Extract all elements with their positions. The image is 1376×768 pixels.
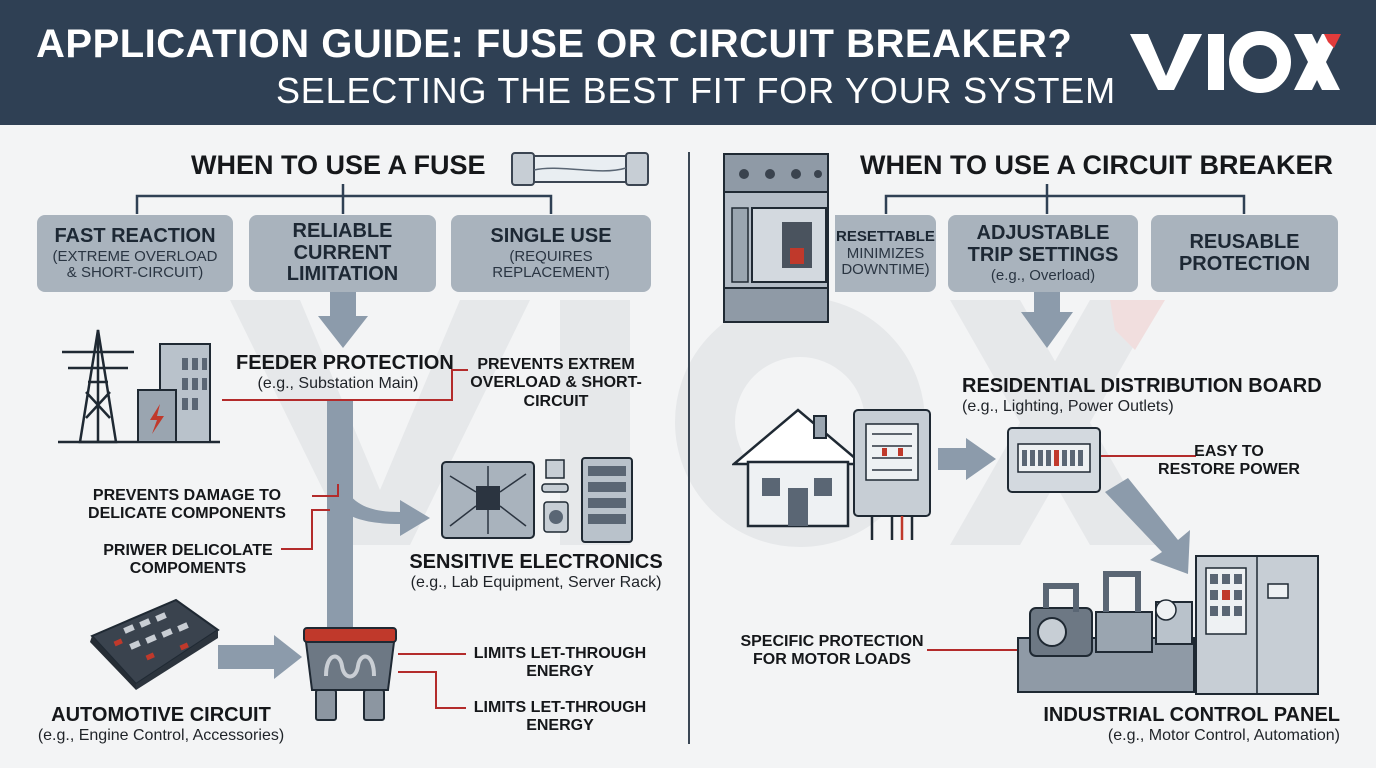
breaker-box-resettable: RESETTABLE MINIMIZES DOWNTIME) [835,215,936,292]
circuit-breaker-icon [723,153,829,323]
feeder-protection-label: FEEDER PROTECTION (e.g., Substation Main… [236,352,454,392]
header-banner: APPLICATION GUIDE: FUSE OR CIRCUIT BREAK… [0,0,1376,125]
blade-fuse-icon [303,627,397,721]
breaker-box-reusable: REUSABLE PROTECTION [1151,215,1338,292]
substation-icon [58,329,220,444]
electronics-icon [441,457,633,543]
distribution-board-icon [1007,427,1101,493]
note-motor-loads: SPECIFIC PROTECTION FOR MOTOR LOADS [740,633,924,669]
house-icon [732,408,931,540]
industrial-panel-icon [1017,555,1319,695]
fuse-box-single-use: SINGLE USE (REQUIRES REPLACEMENT) [451,215,651,292]
fuse-box-fast-reaction: FAST REACTION (EXTREME OVERLOAD & SHORT-… [37,215,233,292]
viox-logo [1130,31,1341,93]
glass-fuse-icon [511,152,649,186]
residential-board-label: RESIDENTIAL DISTRIBUTION BOARD (e.g., Li… [962,375,1322,415]
industrial-panel-label: INDUSTRIAL CONTROL PANEL (e.g., Motor Co… [1043,704,1340,744]
note-easy-restore: EASY TO RESTORE POWER [1158,443,1300,479]
note-prevents-overload: PREVENTS EXTREM OVERLOAD & SHORT-CIRCUIT [470,356,642,410]
breaker-section-title: WHEN TO USE A CIRCUIT BREAKER [860,150,1334,180]
fuse-box-current-limitation: RELIABLE CURRENT LIMITATION [249,215,436,292]
page-title: APPLICATION GUIDE: FUSE OR CIRCUIT BREAK… [36,22,1073,66]
automotive-fusebox-icon [90,598,220,690]
note-prevents-damage: PREVENTS DAMAGE TO DELICATE COMPONENTS [88,487,286,523]
note-let-through-2: LIMITS LET-THROUGH ENERGY [473,699,647,735]
automotive-circuit-label: AUTOMOTIVE CIRCUIT (e.g., Engine Control… [37,704,285,744]
note-priwer: PRIWER DELICOLATE COMPOMENTS [103,542,273,578]
fuse-section-title: WHEN TO USE A FUSE [191,150,486,180]
center-divider [688,152,690,744]
breaker-box-adjustable-trip: ADJUSTABLE TRIP SETTINGS (e.g., Overload… [948,215,1138,292]
sensitive-electronics-label: SENSITIVE ELECTRONICS (e.g., Lab Equipme… [409,551,663,591]
page-subtitle: SELECTING THE BEST FIT FOR YOUR SYSTEM [276,70,1116,111]
note-let-through-1: LIMITS LET-THROUGH ENERGY [473,645,647,681]
